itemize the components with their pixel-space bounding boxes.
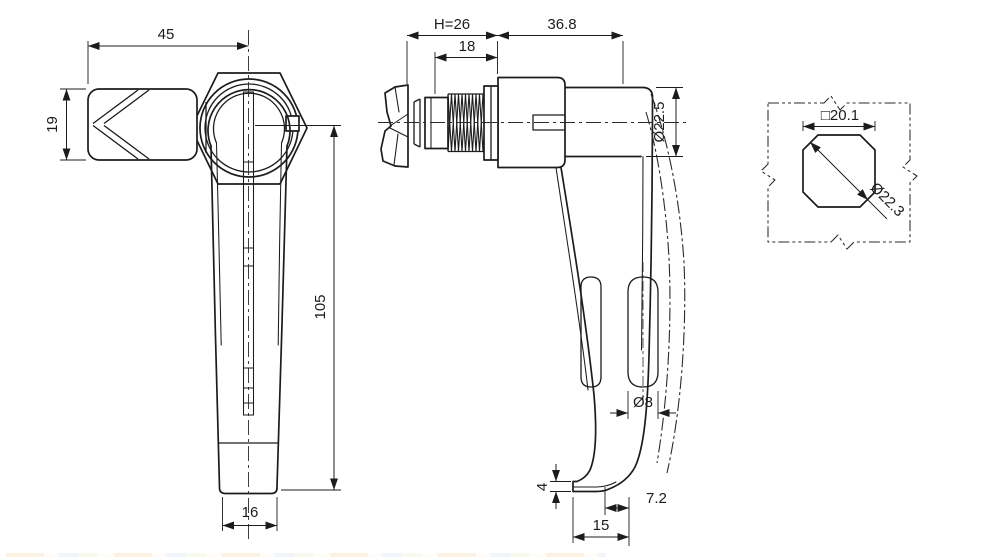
dim-15: 15	[572, 497, 629, 543]
housing-slot-notch	[532, 114, 565, 131]
dim-square201: □20.1	[802, 107, 876, 131]
dim-dia223-label: Ø22.3	[867, 179, 908, 220]
cutoff-watermark	[6, 553, 606, 557]
handle-slot-open	[627, 262, 659, 402]
wing-knob-side	[380, 84, 409, 168]
dim-18: 18	[434, 38, 498, 94]
dim-dia8-label: Ø8	[633, 394, 653, 411]
dim-dia225-label: Ø22.5	[651, 102, 668, 143]
dim-4-label: 4	[534, 483, 551, 491]
wing-knob-front	[87, 88, 198, 161]
lock-housing	[497, 76, 566, 169]
side-view: H=26 18 36.8 Ø22.5 Ø8	[378, 16, 688, 546]
dim-18-label: 18	[459, 38, 476, 55]
alt-position-handle	[645, 93, 686, 474]
dim-368-label: 36.8	[547, 16, 576, 33]
dim-19: 19	[44, 88, 86, 161]
dim-h26-label: H=26	[434, 16, 470, 33]
dim-15-label: 15	[593, 517, 610, 534]
dim-dia8: Ø8	[610, 391, 676, 419]
front-view: 45 19 105 16	[44, 26, 341, 543]
rear-cylinder	[564, 86, 645, 158]
mounting-flange	[483, 85, 499, 161]
dim-72: 7.2	[604, 487, 667, 546]
dim-h26: H=26	[406, 16, 498, 84]
dim-368: 36.8	[497, 16, 624, 84]
wing-knob-grooves	[92, 89, 150, 160]
dim-105-label: 105	[312, 294, 329, 319]
dim-16: 16	[222, 497, 278, 531]
handle-arm-side	[555, 86, 654, 493]
dim-45-label: 45	[158, 26, 175, 43]
dim-19-label: 19	[44, 116, 61, 133]
dim-105: 105	[255, 125, 341, 491]
dim-72-label: 7.2	[646, 490, 667, 507]
handle-slot-edge	[580, 276, 602, 388]
dim-square201-label: □20.1	[821, 107, 859, 124]
panel-cutout-view: □20.1 Ø22.3	[760, 95, 918, 250]
dim-45: 45	[87, 26, 249, 84]
panel-outline	[760, 95, 918, 250]
knob-neck-side	[413, 96, 449, 150]
dim-16-label: 16	[242, 504, 259, 521]
dim-dia225: Ø22.5	[646, 87, 683, 157]
dim-4: 4	[534, 464, 571, 509]
